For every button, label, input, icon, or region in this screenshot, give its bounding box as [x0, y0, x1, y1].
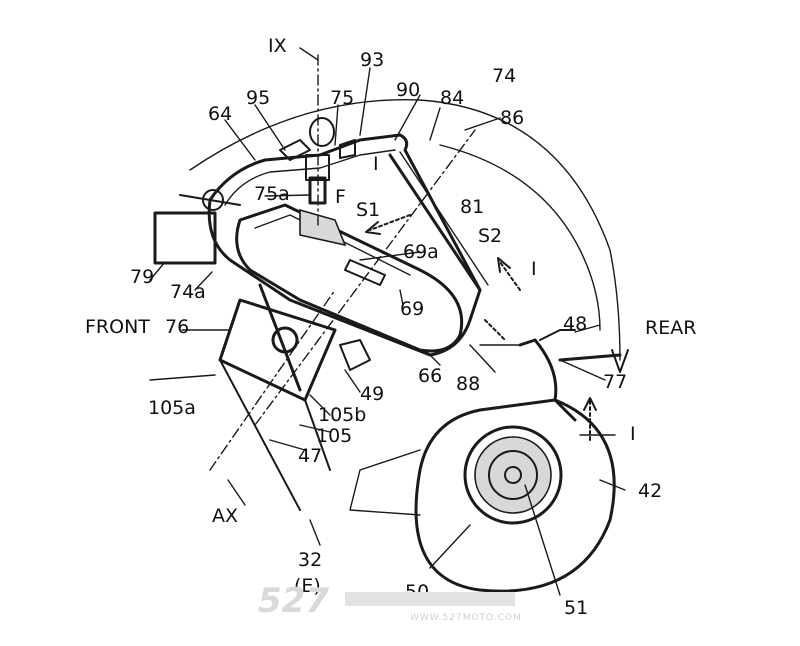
fan-wheel-50: [463, 425, 563, 525]
label-f: F: [335, 186, 346, 208]
label-79: 79: [130, 266, 154, 288]
outer-arc-arrowhead: [611, 349, 629, 373]
flange-69a: [344, 259, 386, 286]
duct-48: [539, 329, 576, 341]
label-front: FRONT: [85, 316, 150, 338]
airflow-s1: [369, 214, 411, 231]
outer-arc: [189, 98, 621, 361]
partition-90: [388, 153, 482, 292]
label-74a: 74a: [170, 281, 206, 303]
bracket-line: [179, 194, 241, 206]
airflow-bottom-head: [583, 397, 597, 411]
label-105b: 105b: [318, 404, 366, 426]
label-47: 47: [298, 445, 322, 467]
watermark-url: WWW.527MOTO.COM: [410, 613, 522, 623]
frame-member: [258, 283, 302, 392]
watermark-logo: 527: [258, 581, 329, 621]
watermark-bar: [345, 592, 515, 606]
label-42: 42: [638, 480, 662, 502]
housing-42: [414, 398, 616, 593]
airflow-outlet: [484, 319, 506, 341]
label-64: 64: [208, 103, 232, 125]
label-48: 48: [563, 313, 587, 335]
label-i-right: I: [531, 258, 537, 280]
tank-inner-line: [224, 149, 396, 206]
label-49: 49: [360, 383, 384, 405]
label-95: 95: [246, 87, 270, 109]
axis-ax: [209, 289, 336, 471]
label-66: 66: [418, 365, 442, 387]
valve-cap-75: [339, 139, 356, 159]
pivot-74a: [202, 189, 224, 211]
frame-47: [219, 359, 331, 511]
fan-blades: [474, 436, 552, 514]
inner-arc: [439, 144, 601, 331]
airflow-s2: [499, 261, 521, 291]
label-90: 90: [396, 79, 420, 101]
label-86: 86: [500, 107, 524, 129]
label-i-bottom: I: [630, 423, 636, 445]
label-93: 93: [360, 49, 384, 71]
pivot-105: [271, 326, 299, 354]
bracket-79: [153, 211, 217, 265]
tank-69-layer: [254, 214, 411, 276]
label-81: 81: [460, 196, 484, 218]
valve-cap-95: [279, 139, 311, 161]
frame-49: [339, 339, 371, 371]
airflow-s2-head: [497, 257, 511, 273]
label-s1: S1: [356, 199, 380, 221]
airflow-s1-head: [365, 221, 381, 235]
tank-housing: [207, 133, 482, 357]
housing-mount: [349, 449, 421, 516]
fuel-f: [299, 208, 347, 247]
label-105: 105: [316, 425, 352, 447]
axis-diag: [254, 129, 476, 426]
hub-51: [504, 466, 522, 484]
label-105a: 105a: [148, 397, 196, 419]
label-51: 51: [564, 597, 588, 619]
fan-inner: [488, 450, 538, 500]
label-ix: IX: [268, 35, 287, 57]
fuel-tank-69: [235, 203, 464, 353]
label-76: 76: [165, 316, 189, 338]
leaders: [149, 47, 626, 596]
label-32: 32: [298, 549, 322, 571]
label-e: (E): [294, 575, 321, 597]
lead-105a: [149, 374, 216, 381]
label-77: 77: [603, 371, 627, 393]
label-88: 88: [456, 373, 480, 395]
label-75: 75: [330, 87, 354, 109]
label-75a: 75a: [254, 183, 290, 205]
label-s2: S2: [478, 225, 502, 247]
label-84: 84: [440, 87, 464, 109]
valve-head-93: [309, 117, 335, 147]
label-69a: 69a: [403, 241, 439, 263]
label-74: 74: [492, 65, 516, 87]
label-rear: REAR: [645, 317, 696, 339]
label-ax: AX: [212, 505, 238, 527]
label-i-top: I: [373, 153, 379, 175]
label-69: 69: [400, 298, 424, 320]
partition-90-inner: [399, 151, 489, 286]
